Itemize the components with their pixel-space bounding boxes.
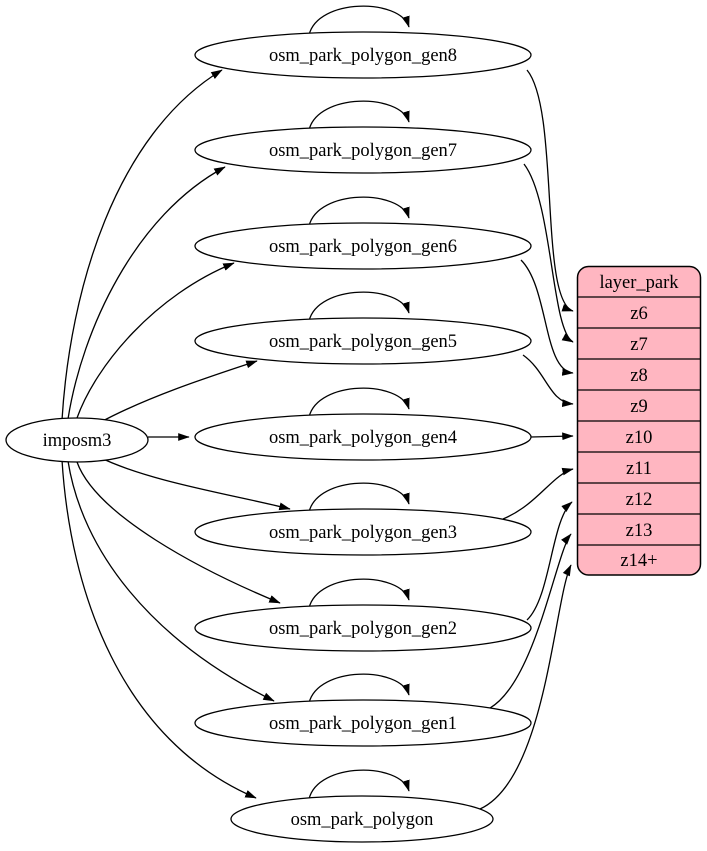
row-z11: z11 — [626, 459, 652, 479]
node-osm-park-polygon-gen2: osm_park_polygon_gen2 — [194, 604, 532, 652]
node-osm-park-polygon-gen7: osm_park_polygon_gen7 — [194, 126, 532, 174]
edge-imposm3-to-gen7 — [67, 166, 226, 420]
self-loops — [308, 5, 410, 800]
gen2-ellipse — [194, 604, 532, 652]
gen5-ellipse — [194, 317, 532, 365]
row-z14plus: z14+ — [620, 551, 657, 571]
self-loop-gen4 — [308, 387, 410, 418]
edge-imposm3-to-gen6 — [76, 262, 235, 419]
edge-gen8-to-z6 — [526, 69, 574, 312]
node-osm-park-polygon-gen8: osm_park_polygon_gen8 — [194, 31, 532, 79]
osm-park-polygon-ellipse — [230, 795, 494, 843]
node-osm-park-polygon-gen1: osm_park_polygon_gen1 — [194, 699, 532, 747]
edge-imposm3-to-osm-park-polygon — [61, 459, 257, 799]
edge-imposm3-to-gen1 — [67, 460, 275, 702]
row-z8: z8 — [630, 366, 647, 386]
edge-gen3-to-z11 — [502, 467, 574, 520]
node-osm-park-polygon-gen4: osm_park_polygon_gen4 — [194, 413, 532, 461]
row-z12: z12 — [626, 490, 653, 510]
gen8-ellipse — [194, 31, 532, 79]
edge-gen7-to-z7 — [523, 163, 574, 343]
gen6-label: osm_park_polygon_gen6 — [269, 237, 457, 257]
node-imposm3: imposm3 — [5, 417, 149, 463]
imposm3-ellipse — [5, 417, 149, 463]
gen6-ellipse — [194, 222, 532, 270]
gen7-label: osm_park_polygon_gen7 — [269, 141, 457, 161]
gen3-label: osm_park_polygon_gen3 — [269, 523, 457, 543]
edge-imposm3-to-gen8 — [61, 69, 223, 421]
row-z9: z9 — [630, 397, 647, 417]
node-osm-park-polygon: osm_park_polygon — [230, 795, 494, 843]
edge-imposm3-to-gen5 — [98, 360, 258, 424]
gen8-label: osm_park_polygon_gen8 — [269, 46, 457, 66]
self-loop-gen7 — [308, 100, 410, 131]
gen2-label: osm_park_polygon_gen2 — [269, 619, 457, 639]
edge-gen4-to-z10 — [530, 432, 574, 441]
row-z7: z7 — [630, 335, 647, 355]
gen1-label: osm_park_polygon_gen1 — [269, 714, 457, 734]
edges-to-layer-park — [479, 69, 574, 810]
gen3-ellipse — [194, 508, 532, 556]
node-osm-park-polygon-gen5: osm_park_polygon_gen5 — [194, 317, 532, 365]
self-loop-gen1 — [308, 673, 410, 704]
gen7-ellipse — [194, 126, 532, 174]
gen4-ellipse — [194, 413, 532, 461]
row-z13: z13 — [626, 521, 653, 541]
edge-gen2-to-z12 — [526, 501, 573, 621]
self-loop-osm-park-polygon — [308, 769, 410, 800]
node-osm-park-polygon-gen6: osm_park_polygon_gen6 — [194, 222, 532, 270]
edge-gen1-to-z13 — [489, 533, 572, 709]
node-osm-park-polygon-gen3: osm_park_polygon_gen3 — [194, 508, 532, 556]
edge-imposm3-to-gen3 — [98, 456, 291, 511]
edge-gen6-to-z8 — [520, 259, 574, 376]
edge-imposm3-to-gen2 — [76, 461, 281, 604]
osm-park-polygon-label: osm_park_polygon — [291, 810, 434, 830]
row-z6: z6 — [630, 304, 647, 324]
row-z10: z10 — [626, 428, 653, 448]
self-loop-gen6 — [308, 196, 410, 227]
edge-gen5-to-z9 — [522, 354, 574, 407]
gen4-label: osm_park_polygon_gen4 — [269, 428, 457, 448]
imposm3-label: imposm3 — [43, 431, 112, 451]
self-loop-gen2 — [308, 578, 410, 609]
self-loop-gen5 — [308, 291, 410, 322]
gen1-ellipse — [194, 699, 532, 747]
self-loop-gen8 — [308, 5, 410, 36]
edges-from-imposm3 — [61, 69, 291, 799]
layer-park-table: layer_park z6 z7 z8 z9 z10 z11 z12 z13 z… — [576, 265, 702, 576]
edge-osm-park-polygon-to-z14 — [479, 564, 572, 810]
gen5-label: osm_park_polygon_gen5 — [269, 332, 457, 352]
self-loop-gen3 — [308, 482, 410, 513]
layer-park-header: layer_park — [599, 273, 679, 293]
